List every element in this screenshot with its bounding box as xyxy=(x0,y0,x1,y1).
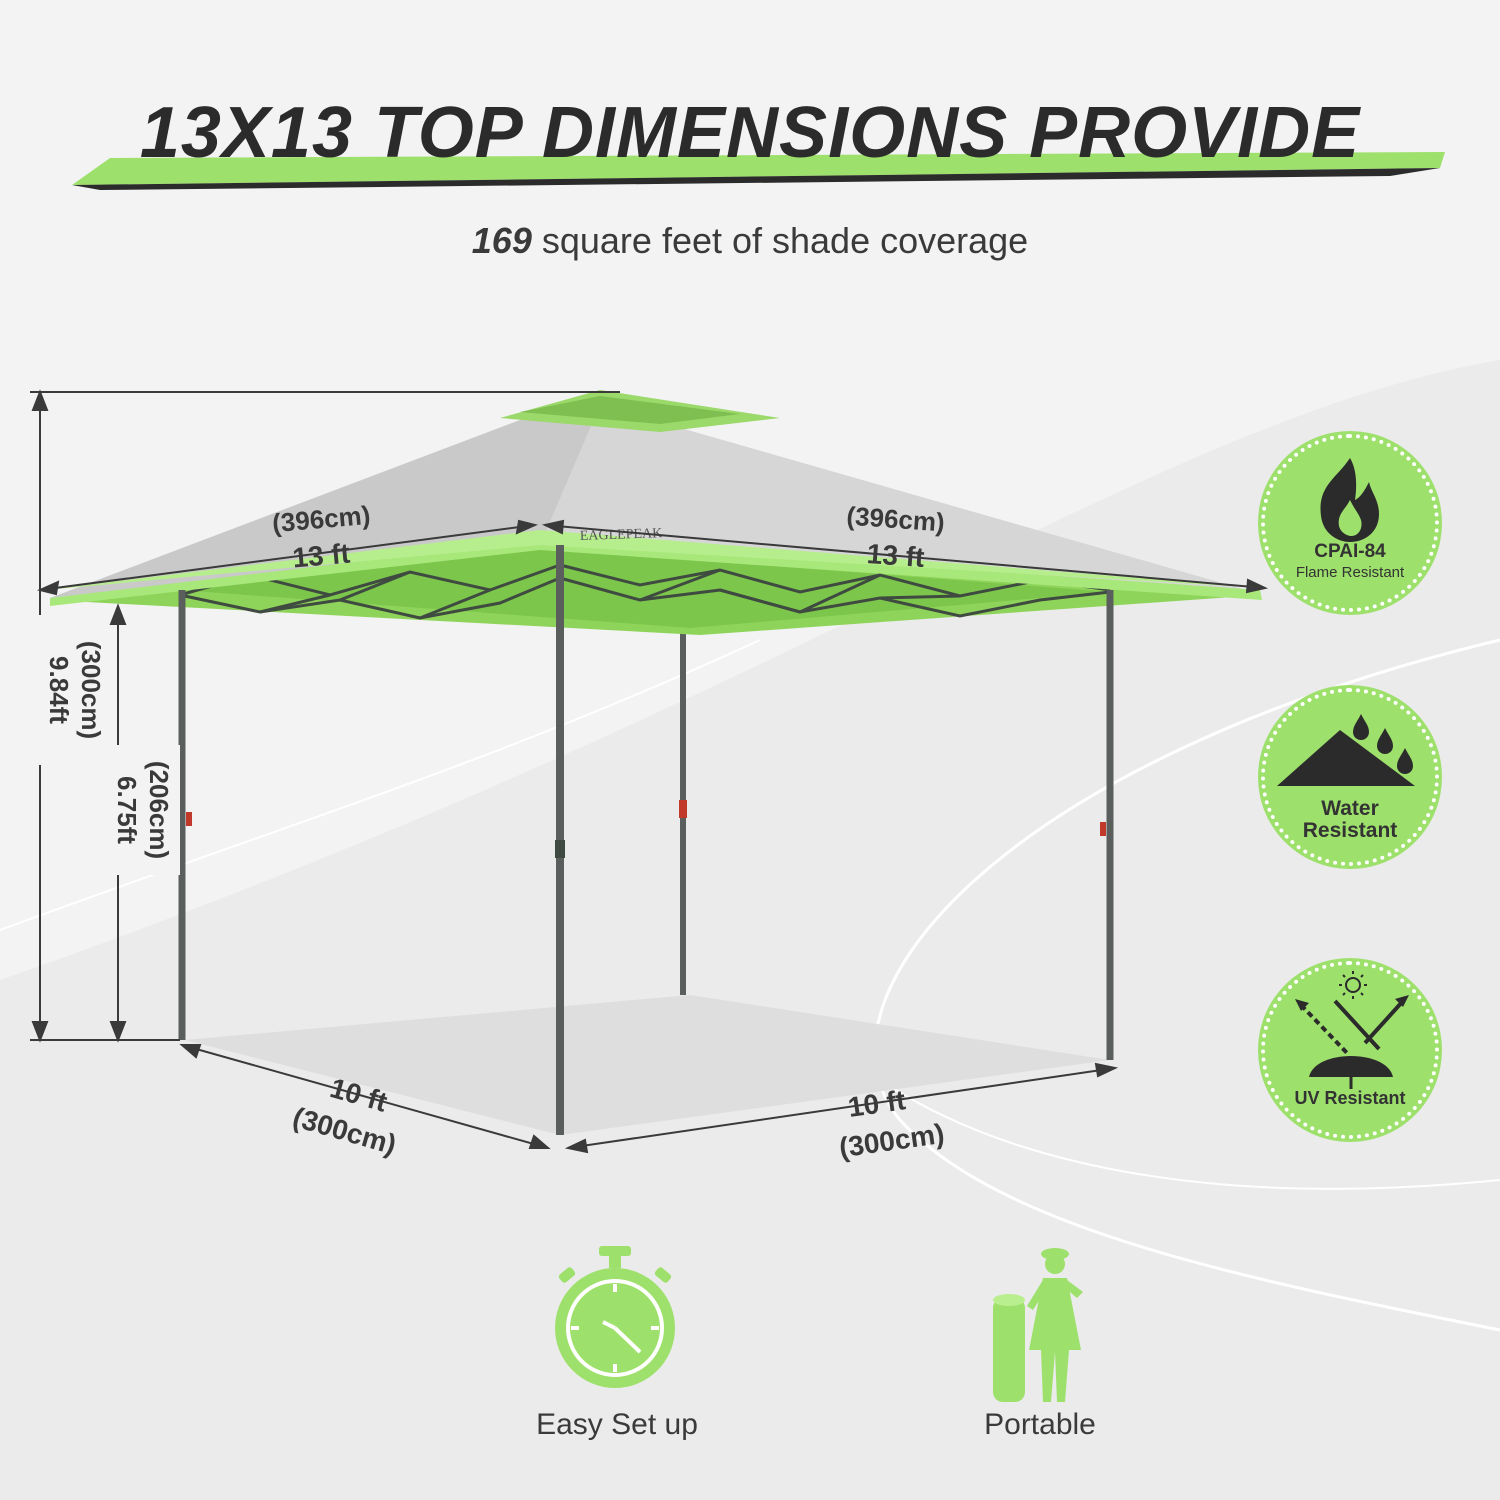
badge-flame-title: CPAI-84 xyxy=(1314,541,1386,562)
subheadline: 169 square feet of shade coverage xyxy=(0,220,1500,262)
badge-uv-resistant: UV Resistant xyxy=(1261,961,1439,1139)
height-total-imperial: 9.84ft xyxy=(44,656,74,724)
base-right-dimension xyxy=(564,1062,1119,1154)
headline: 13X13 TOP DIMENSIONS PROVIDE xyxy=(139,93,1361,173)
height-total-metric: (300cm) xyxy=(76,641,106,739)
base-left-dimension xyxy=(179,1044,551,1149)
stopwatch-icon xyxy=(555,1246,675,1388)
badge-flame-subtitle: Flame Resistant xyxy=(1295,564,1405,581)
badge-water-subtitle: Resistant xyxy=(1302,819,1398,842)
height-eave-metric: (206cm) xyxy=(144,761,174,859)
base-right-imperial: 10 ft xyxy=(846,1084,907,1123)
badge-flame-resistant: CPAI-84 Flame Resistant xyxy=(1261,434,1439,612)
feature-portable-label: Portable xyxy=(984,1408,1096,1441)
ground-shadow xyxy=(185,995,1110,1135)
person-carry-bag-icon xyxy=(993,1248,1083,1402)
sun-umbrella-icon xyxy=(1295,971,1409,1089)
coverage-number: 169 xyxy=(471,220,532,261)
top-right-dimension xyxy=(541,519,1269,594)
mountain-rain-icon xyxy=(1277,714,1415,786)
flame-icon xyxy=(1320,458,1379,542)
top-right-imperial: 13 ft xyxy=(866,538,926,573)
feature-easy-setup-label: Easy Set up xyxy=(536,1408,698,1441)
badge-water-title: Water xyxy=(1321,797,1379,820)
top-left-dimension xyxy=(36,519,539,596)
badge-uv-title: UV Resistant xyxy=(1294,1088,1406,1108)
top-right-metric: (396cm) xyxy=(846,501,946,538)
base-right-metric: (300cm) xyxy=(837,1118,946,1163)
coverage-text: square feet of shade coverage xyxy=(531,220,1029,261)
height-eave-imperial: 6.75ft xyxy=(112,776,142,844)
badge-water-resistant: Water Resistant xyxy=(1261,688,1439,866)
top-left-imperial: 13 ft xyxy=(291,538,351,574)
canopy-trim xyxy=(50,540,1262,606)
